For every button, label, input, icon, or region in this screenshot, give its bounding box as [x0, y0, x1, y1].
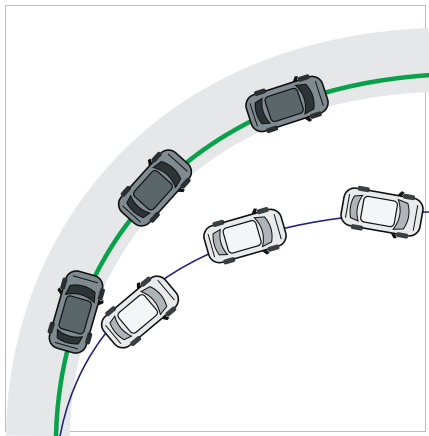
curve-path-diagram — [0, 0, 429, 436]
diagram-canvas — [0, 0, 429, 436]
